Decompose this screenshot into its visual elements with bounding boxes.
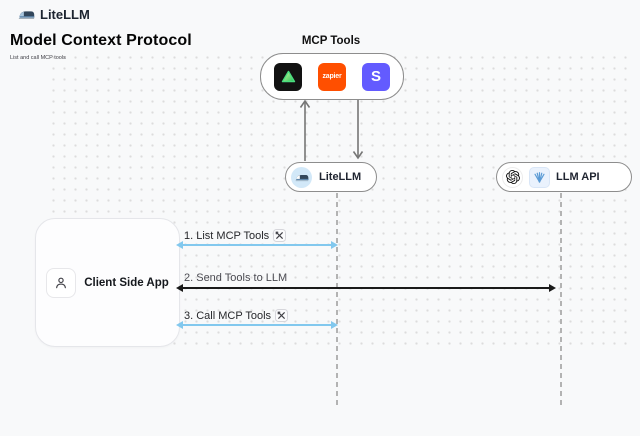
- stripe-icon: S: [362, 62, 390, 91]
- arrow-list-mcp-tools: [183, 244, 331, 246]
- page-subtitle: List and call MCP tools: [10, 55, 66, 61]
- arrow-call-mcp-tools: [183, 324, 331, 326]
- mcp-tools-group: zapier S: [260, 53, 404, 100]
- litellm-logo-icon: [18, 11, 35, 19]
- message-1-label: 1. List MCP Tools: [184, 229, 287, 242]
- brand-name: LiteLLM: [40, 7, 90, 22]
- composio-icon: [274, 62, 302, 91]
- tools-icon: [275, 309, 289, 322]
- arrowhead-left: [176, 241, 183, 249]
- message-2-label: 2. Send Tools to LLM: [184, 272, 288, 284]
- arrowhead-left: [176, 284, 183, 292]
- litellm-node: LiteLLM: [285, 162, 377, 192]
- zapier-icon: zapier: [318, 62, 346, 91]
- client-side-app-node: Client Side App: [35, 218, 180, 347]
- arrowhead-left: [176, 321, 183, 329]
- arrowhead-right: [549, 284, 556, 292]
- arrow-litellm-to-mcp: [299, 99, 311, 161]
- user-icon: [46, 267, 77, 298]
- arrowhead-right: [331, 241, 338, 249]
- litellm-lifeline: [336, 193, 338, 407]
- litellm-icon: [291, 166, 312, 188]
- llm-api-node: LLM API: [496, 162, 632, 192]
- arrow-send-tools-to-llm: [183, 287, 549, 289]
- message-3-label: 3. Call MCP Tools: [184, 309, 289, 322]
- page-title: Model Context Protocol: [10, 32, 192, 49]
- llm-provider-icon: [529, 166, 550, 188]
- arrowhead-right: [331, 321, 338, 329]
- tools-icon: [273, 229, 287, 242]
- stripe-label: S: [370, 68, 381, 85]
- llm-api-lifeline: [560, 193, 562, 407]
- mcp-tools-label: MCP Tools: [301, 35, 361, 47]
- arrow-mcp-to-litellm: [352, 100, 364, 160]
- llm-api-node-label: LLM API: [556, 171, 600, 183]
- openai-icon: [502, 166, 523, 188]
- client-node-label: Client Side App: [84, 276, 169, 289]
- zapier-label: zapier: [322, 73, 342, 80]
- brand: LiteLLM: [18, 7, 90, 22]
- litellm-node-label: LiteLLM: [319, 171, 362, 183]
